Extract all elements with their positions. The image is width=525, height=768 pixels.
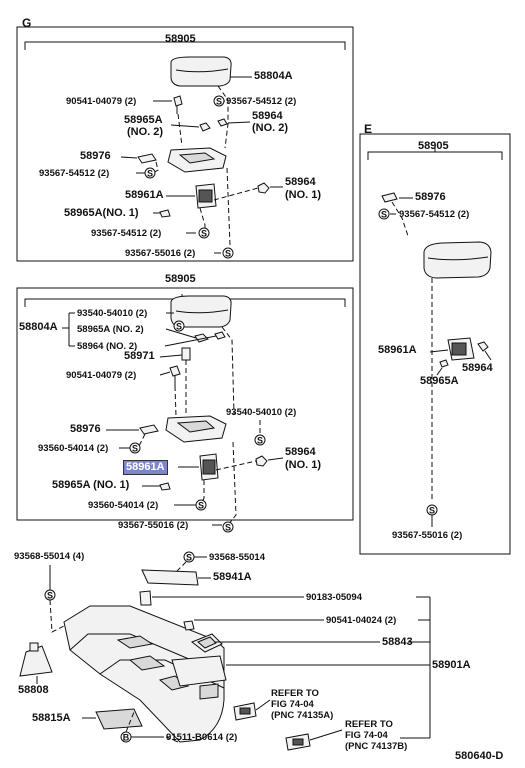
svg-text:S: S <box>201 229 207 239</box>
knob-middle <box>181 347 191 361</box>
part-label: 58965A (NO. 1) <box>52 479 130 491</box>
part-label: 90541-04024 (2) <box>326 615 397 626</box>
part-label: 93567-55016 (2) <box>125 248 196 259</box>
svg-text:S: S <box>225 523 231 533</box>
part-label: 91511-B0614 (2) <box>166 732 238 743</box>
part-label: 58965A <box>420 375 459 387</box>
svg-text:S: S <box>225 249 231 259</box>
svg-text:S: S <box>176 322 182 332</box>
part-label: 58941A <box>213 571 252 583</box>
part-label: 58804A <box>19 321 58 333</box>
part-label: 58961A <box>125 189 164 201</box>
reference-note: REFER TO <box>271 688 319 699</box>
part-label: 93540-54010 (2) <box>77 308 148 319</box>
svg-text:S: S <box>381 210 387 220</box>
part-label: (NO. 2) <box>127 126 164 138</box>
svg-text:S: S <box>257 436 263 446</box>
svg-text:S: S <box>429 506 435 516</box>
reference-note: FIG 74-04 <box>345 730 388 741</box>
part-label: 58964 <box>285 446 316 458</box>
svg-text:B: B <box>123 733 130 743</box>
clip-g <box>137 153 157 164</box>
section-g-frame <box>16 26 354 262</box>
part-label: 58964 <box>462 362 493 374</box>
svg-text:S: S <box>147 169 153 179</box>
part-label: 58804A <box>254 70 293 82</box>
stopper-g <box>257 182 270 194</box>
part-label: 58843 <box>382 636 413 648</box>
section-e-frame <box>359 133 511 555</box>
part-label: 58808 <box>18 684 49 696</box>
part-label: 58971 <box>124 350 155 362</box>
part-label: (NO. 2) <box>252 122 289 134</box>
section-g-letter: G <box>22 16 32 30</box>
trim-58941a <box>141 569 199 586</box>
part-label: 58964 <box>285 176 316 188</box>
svg-text:S: S <box>132 444 138 454</box>
part-label: 93567-54512 (2) <box>39 168 110 179</box>
mat-58815a <box>95 708 143 730</box>
svg-text:S: S <box>216 97 222 107</box>
section-g-assembly: 58905 <box>165 33 196 45</box>
console-rear <box>171 655 227 687</box>
part-label: 93568-55014 <box>209 552 265 563</box>
reference-note: REFER TO <box>345 719 393 730</box>
svg-text:S: S <box>47 591 53 601</box>
part-label: 93567-54512 (2) <box>399 209 470 220</box>
part-label: 58901A <box>432 659 471 671</box>
part-label: 58815A <box>32 712 71 724</box>
part-label: 90541-04079 (2) <box>66 96 137 107</box>
part-label: 58964 (NO. 2) <box>77 341 138 352</box>
part-label: 93567-54512 (2) <box>226 96 297 107</box>
part-label: 93568-55014 (4) <box>14 551 85 562</box>
part-label: 58965A (NO. 2) <box>77 324 144 335</box>
part-label: 93567-54512 (2) <box>91 228 162 239</box>
part-label: 58976 <box>80 150 111 162</box>
reference-note: FIG 74-04 <box>271 699 314 710</box>
reference-note: (PNC 74135A) <box>271 710 334 721</box>
part-label: 90183-05094 <box>306 592 362 603</box>
reference-note: (PNC 74137B) <box>345 741 408 752</box>
part-label: 93567-55016 (2) <box>118 520 189 531</box>
svg-text:S: S <box>186 553 192 563</box>
screw-g <box>173 95 183 107</box>
part-label: (NO. 1) <box>285 189 322 201</box>
part-label: 93540-54010 (2) <box>226 407 297 418</box>
section-middle-frame <box>16 287 354 521</box>
part-label: 58965A(NO. 1) <box>64 207 139 219</box>
part-label: 58965A <box>124 114 163 126</box>
part-label: 93560-54014 (2) <box>88 500 159 511</box>
section-e-assembly: 58905 <box>418 140 449 152</box>
svg-text:S: S <box>198 501 204 511</box>
part-label: 58976 <box>70 423 101 435</box>
part-label: 93560-54014 (2) <box>38 443 109 454</box>
part-label: 58961A <box>378 344 417 356</box>
part-label: 90541-04079 (2) <box>66 370 137 381</box>
highlighted-part-label[interactable]: 58961A <box>123 460 168 475</box>
diagram-code: 580640-D <box>455 750 504 762</box>
section-e-letter: E <box>364 122 373 136</box>
part-label: 58964 <box>252 110 283 122</box>
section-middle-assembly: 58905 <box>165 273 196 285</box>
part-label: 58976 <box>415 191 446 203</box>
part-label: 93567-55016 (2) <box>392 530 463 541</box>
part-label: (NO. 1) <box>285 459 322 471</box>
